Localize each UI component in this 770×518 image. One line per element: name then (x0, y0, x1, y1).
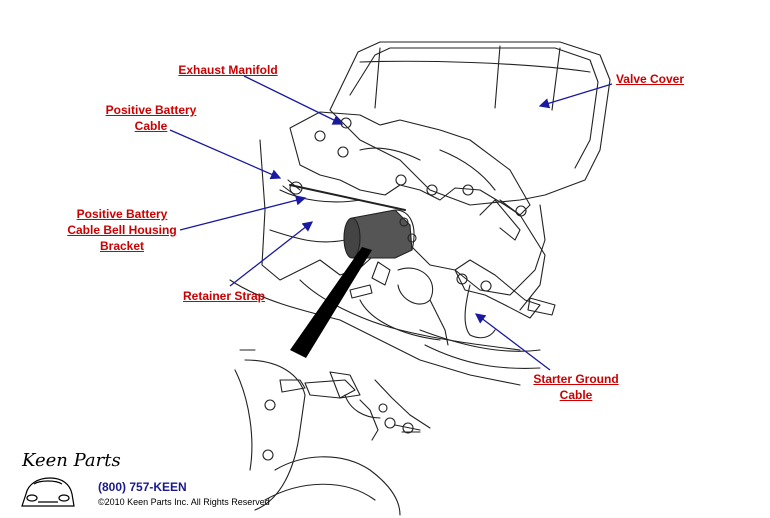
label-exhaust-manifold[interactable]: Exhaust Manifold (178, 63, 278, 77)
detail-pointer-wedge (290, 247, 372, 358)
label-bell-housing-bracket[interactable]: Positive Battery Cable Bell Housing Brac… (67, 207, 177, 253)
phone-number[interactable]: (800) 757-KEEN (98, 480, 187, 494)
leader-retainer-strap (229, 221, 314, 287)
leader-positive-battery-cable (169, 129, 282, 180)
footer: Keen Parts (800) 757-KEEN ©2010 Keen Par… (8, 450, 308, 512)
label-valve-cover[interactable]: Valve Cover (615, 72, 685, 86)
positive-battery-cable (289, 184, 406, 211)
valve-cover-outline (329, 41, 611, 206)
copyright: ©2010 Keen Parts Inc. All Rights Reserve… (98, 497, 270, 507)
brand-name: Keen Parts (22, 450, 121, 471)
exhaust-manifold-outline (289, 111, 531, 216)
leader-exhaust-manifold (243, 75, 344, 125)
label-positive-battery-cable[interactable]: Positive Battery Cable (105, 103, 197, 133)
leader-bell-housing-bracket (179, 195, 307, 231)
leader-starter-ground-cable (474, 313, 551, 371)
label-starter-ground-cable[interactable]: Starter Ground Cable (533, 372, 619, 402)
label-retainer-strap[interactable]: Retainer Strap (182, 289, 266, 303)
corvette-logo-icon (21, 477, 75, 507)
leader-valve-cover (538, 83, 613, 109)
